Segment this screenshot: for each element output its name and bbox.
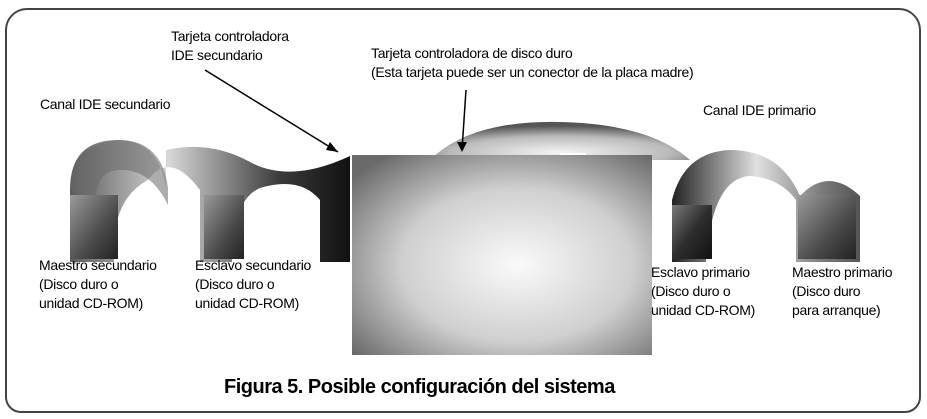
secondary-master-label: Maestro secundario (Disco duro o unidad … xyxy=(39,257,157,311)
secondary-channel-label: Canal IDE secundario xyxy=(40,96,171,112)
primary-master-label: Maestro primario (Disco duro para arranq… xyxy=(792,264,893,318)
ide-secondary-card-pointer xyxy=(204,69,339,153)
primary-master-drive xyxy=(798,195,856,259)
primary-channel-label: Canal IDE primario xyxy=(703,102,816,118)
hd-controller-label: Tarjeta controladora de disco duro (Esta… xyxy=(371,45,694,80)
ide-secondary-card-label: Tarjeta controladora IDE secundario xyxy=(171,28,289,63)
figure-frame xyxy=(5,8,921,413)
secondary-slave-label: Esclavo secundario (Disco duro o unidad … xyxy=(195,257,311,311)
hd-controller-pointer xyxy=(461,89,467,151)
figure-caption: Figura 5. Posible configuración del sist… xyxy=(224,376,615,398)
primary-slave-drive xyxy=(672,205,712,259)
primary-slave-label: Esclavo primario (Disco duro o unidad CD… xyxy=(651,264,755,318)
controller-dome xyxy=(430,121,690,160)
secondary-slave-drive xyxy=(204,195,244,259)
secondary-master-drive xyxy=(70,195,118,259)
hard-disk-controller-card xyxy=(352,155,652,355)
